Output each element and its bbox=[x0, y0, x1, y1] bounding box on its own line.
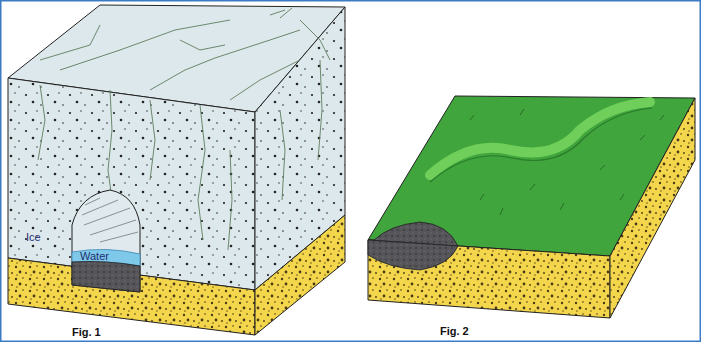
ice-label: Ice bbox=[26, 232, 41, 243]
water-label: Water bbox=[80, 251, 109, 262]
figure-caption: Fig. 2 bbox=[440, 326, 469, 337]
figure-caption: Fig. 1 bbox=[72, 327, 101, 338]
